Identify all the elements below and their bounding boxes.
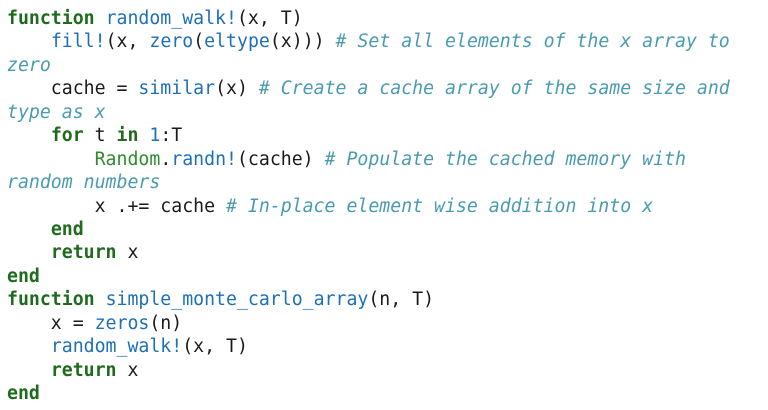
code-line: function random_walk!(x, T) xyxy=(7,7,768,30)
function-name-token: randn! xyxy=(171,148,237,170)
code-text-token: ( xyxy=(193,31,205,53)
code-line: function simple_monte_carlo_array(n, T) xyxy=(7,288,768,311)
keyword-token: in xyxy=(116,125,139,147)
module-name-token: Random xyxy=(94,148,161,170)
code-text-token: . xyxy=(160,148,172,170)
code-line: for t in 1:T xyxy=(7,124,768,147)
number-token: 1 xyxy=(149,125,161,147)
code-text-token xyxy=(95,289,106,310)
code-text-token: :T xyxy=(160,125,183,147)
comment-token: # In-place element wise addition into x xyxy=(226,195,654,217)
code-text-token xyxy=(7,242,51,263)
function-name-token: simple_monte_carlo_array xyxy=(105,289,369,311)
code-text-token: (n, T) xyxy=(368,289,435,311)
comment-token: random numbers xyxy=(7,172,161,194)
code-line: end xyxy=(7,218,768,241)
function-name-token: zero xyxy=(149,31,194,53)
keyword-token: end xyxy=(7,383,40,404)
keyword-token: return xyxy=(50,359,117,381)
keyword-token: end xyxy=(7,265,40,287)
code-text-token: (n) xyxy=(149,312,183,334)
code-line: cache = similar(x) # Create a cache arra… xyxy=(7,77,768,100)
code-text-token: t xyxy=(83,125,117,147)
keyword-token: function xyxy=(7,8,95,29)
code-text-token: (x) xyxy=(215,78,259,100)
comment-token: zero xyxy=(7,54,51,76)
code-line: x .+= cache # In-place element wise addi… xyxy=(7,195,768,218)
code-line: Random.randn!(cache) # Populate the cach… xyxy=(7,148,768,171)
code-text-token: (x, T) xyxy=(182,336,248,358)
function-name-token: zeros xyxy=(94,312,150,334)
code-line: end xyxy=(7,265,768,288)
code-text-token: x = xyxy=(7,312,95,334)
code-text-token: cache = xyxy=(7,78,139,100)
code-line: return x xyxy=(7,241,768,264)
code-text-token xyxy=(7,360,51,381)
code-text-token: (x, T) xyxy=(236,8,303,29)
code-text-token xyxy=(7,125,51,146)
code-text-token xyxy=(7,149,95,170)
code-line: random_walk!(x, T) xyxy=(7,335,768,358)
code-text-token xyxy=(138,125,149,146)
code-line: end xyxy=(7,382,768,405)
code-text-token: (x))) xyxy=(269,31,336,53)
function-name-token: eltype xyxy=(204,31,270,53)
comment-token: # Create a cache array of the same size … xyxy=(258,78,730,100)
code-text-token: x xyxy=(116,359,139,381)
function-name-token: random_walk! xyxy=(50,336,183,358)
code-text-token xyxy=(7,219,51,240)
comment-token: type as x xyxy=(7,101,106,123)
comment-token: # Set all elements of the x array to xyxy=(335,31,730,53)
keyword-token: function xyxy=(7,289,95,311)
comment-token: # Populate the cached memory with xyxy=(324,148,686,170)
code-line: type as x xyxy=(7,101,768,124)
keyword-token: return xyxy=(50,242,117,264)
code-text-token xyxy=(95,8,106,29)
code-text-token: x .+= cache xyxy=(7,195,226,217)
code-line: fill!(x, zero(eltype(x))) # Set all elem… xyxy=(7,30,768,53)
code-text-token: (cache) xyxy=(236,148,325,170)
code-text-token: x xyxy=(116,242,139,264)
code-text-token xyxy=(7,31,51,52)
code-text-token xyxy=(7,336,51,357)
code-line: zero xyxy=(7,54,768,77)
function-name-token: similar xyxy=(138,78,216,100)
function-name-token: random_walk! xyxy=(105,8,237,29)
code-line: x = zeros(n) xyxy=(7,312,768,335)
keyword-token: for xyxy=(50,125,84,147)
code-line: random numbers xyxy=(7,171,768,194)
code-line: return x xyxy=(7,359,768,382)
function-name-token: fill! xyxy=(50,31,106,53)
code-text-token: (x, xyxy=(105,31,150,53)
keyword-token: end xyxy=(50,218,84,240)
